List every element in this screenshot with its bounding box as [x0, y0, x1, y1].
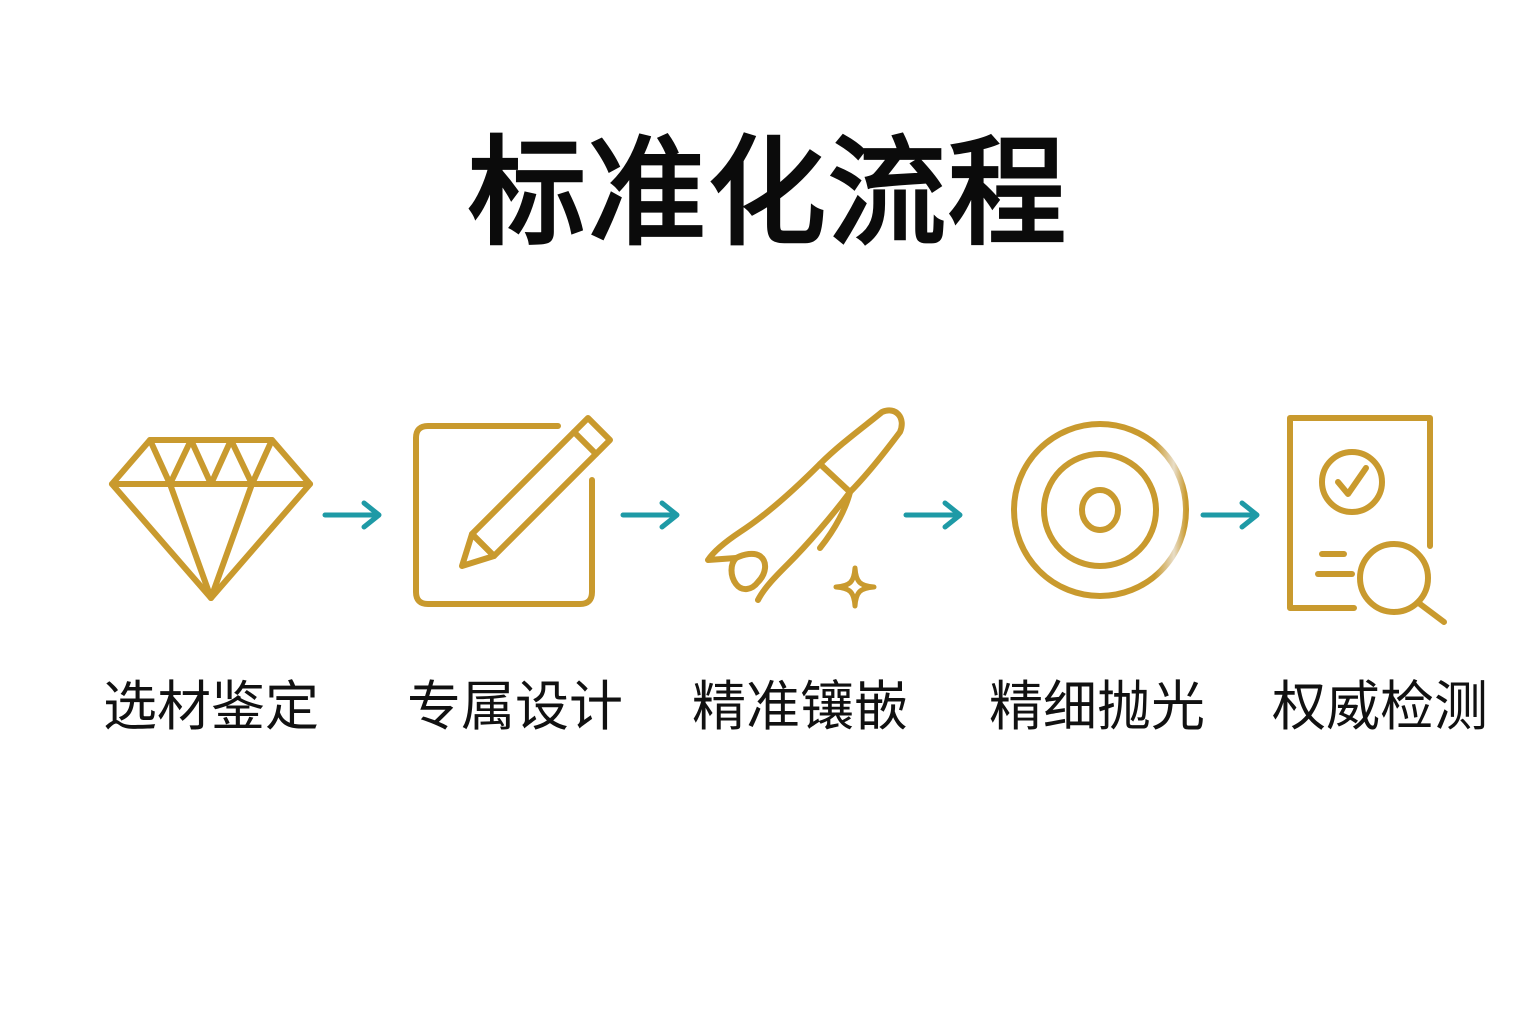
pencil-square-icon	[413, 415, 613, 607]
polishing-disc-icon	[1011, 421, 1189, 599]
arrow-right-icon	[1200, 500, 1260, 530]
step-label-4: 精细抛光	[989, 675, 1205, 738]
diagram-title: 标准化流程	[467, 124, 1068, 262]
certificate-search-icon	[1287, 415, 1447, 625]
arrow-right-icon	[620, 500, 680, 530]
step-label-5: 权威检测	[1272, 675, 1488, 738]
arrow-right-icon	[322, 500, 382, 530]
step-label-3: 精准镶嵌	[692, 675, 908, 738]
tweezers-icon	[705, 407, 905, 609]
step-label-1: 选材鉴定	[103, 675, 319, 738]
diamond-icon	[109, 437, 313, 601]
step-label-2: 专属设计	[407, 675, 623, 738]
arrow-right-icon	[903, 500, 963, 530]
